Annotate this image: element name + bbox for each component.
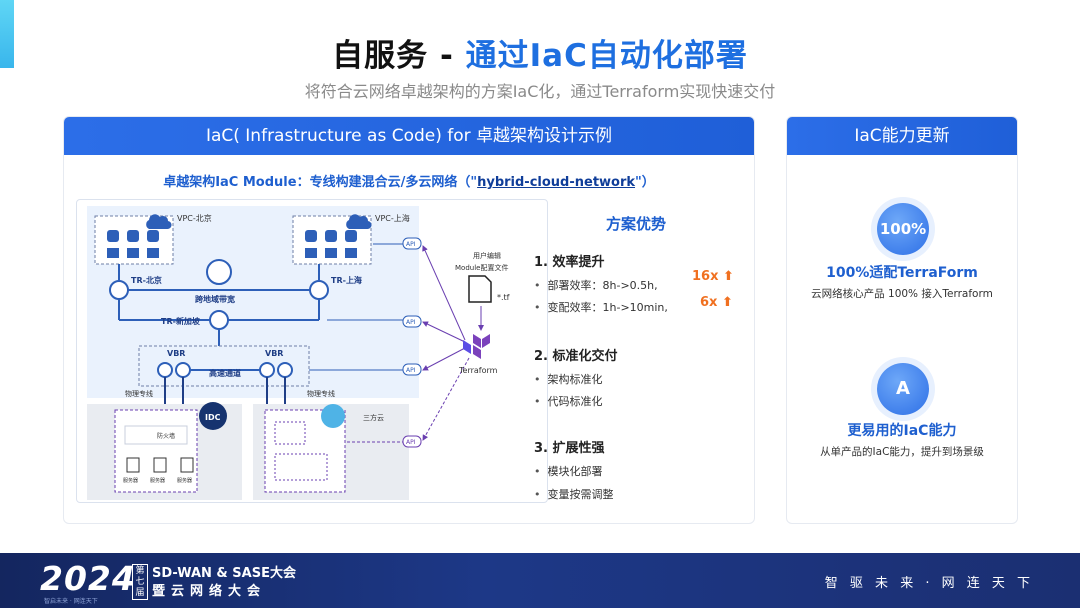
cloud-shanghai-icon <box>346 214 372 230</box>
tr-beijing-icon <box>109 280 129 300</box>
title-accent: 通过IaC自动化部署 <box>465 38 748 74</box>
tr-beijing-label: TR-北京 <box>131 275 162 285</box>
page-title: 自服务 - 通过IaC自动化部署 <box>0 30 1080 75</box>
footer-slogan: 智 驱 未 来 · 网 连 天 下 <box>824 576 1034 591</box>
module-line: 卓越架构IaC Module：专线构建混合云/多云网络（"hybrid-clou… <box>64 171 754 190</box>
firewall-box <box>124 425 188 445</box>
highspeed-label: 高速通道 <box>209 368 241 378</box>
iac-capability-panel: IaC能力更新 100% 100%适配TerraForm 云网络核心产品 100… <box>786 116 1018 524</box>
firewall-label: 防火墙 <box>157 432 175 440</box>
terraform-support-desc: 云网络核心产品 100% 接入Terraform <box>811 288 993 300</box>
cloud-beijing-icon <box>146 214 172 230</box>
svg-text:API: API <box>406 241 416 248</box>
user-edit-label: 用户编辑 <box>473 251 501 260</box>
footer-event-subname: 暨云网络大会 <box>152 584 267 599</box>
server-label: 服务器 <box>123 477 138 484</box>
iac-capability-header: IaC能力更新 <box>787 117 1017 155</box>
vbr-left-label: VBR <box>167 349 185 358</box>
bullet-code-standard: 代码标准化 <box>534 393 603 409</box>
idc-box <box>114 409 198 493</box>
server-icon <box>180 457 194 473</box>
advantages-title: 方案优势 <box>606 215 667 233</box>
server-label: 服务器 <box>150 477 165 484</box>
server-icon <box>153 457 167 473</box>
tr-shanghai-label: TR-上海 <box>331 275 362 285</box>
percent-badge: 100% <box>877 203 929 255</box>
module-file-label: Module配置文件 <box>455 263 508 272</box>
terraform-label: Terraform <box>458 366 498 375</box>
third-cloud-label: 三方云 <box>363 413 384 422</box>
section-scalable-title: 3. 扩展性强 <box>534 441 605 456</box>
bullet-modular: 模块化部署 <box>534 463 603 479</box>
svg-text:API: API <box>406 439 416 446</box>
api-badge-thirdcloud: API <box>402 435 422 448</box>
vbr-router-icon <box>157 362 173 378</box>
idc-badge <box>199 402 227 430</box>
module-prefix: 卓越架构IaC Module：专线构建混合云/多云网络（" <box>163 175 478 190</box>
config-file-icon <box>468 275 492 303</box>
page-subtitle: 将符合云网络卓越架构的方案IaC化，通过Terraform实现快速交付 <box>304 82 776 101</box>
footer-edition: 第七届 <box>132 564 148 600</box>
vpc-beijing-hosts <box>107 230 159 258</box>
tr-shanghai-icon <box>309 280 329 300</box>
vpc-shanghai-hosts <box>305 230 357 258</box>
terraform-support-title: 100%适配TerraForm <box>826 265 978 281</box>
vbr-router-icon <box>259 362 275 378</box>
api-badge-tr: API <box>402 315 422 328</box>
vpc-shanghai-label: VPC-上海 <box>375 213 410 223</box>
iac-example-panel: IaC( Infrastructure as Code) for 卓越架构设计示… <box>63 116 755 524</box>
footer-year: 2024 <box>40 559 136 598</box>
architecture-diagram: VPC-北京 VPC-上海 TR-北京 TR-上海 跨地域带宽 <box>76 199 548 503</box>
server-icon <box>126 457 140 473</box>
ease-desc: 从单产品的IaC能力，提升到场景级 <box>820 446 984 458</box>
line-left-label: 物理专线 <box>125 389 153 398</box>
globe-icon <box>206 259 232 285</box>
iac-example-header: IaC( Infrastructure as Code) for 卓越架构设计示… <box>64 117 754 155</box>
api-badge-vbr: API <box>402 363 422 376</box>
title-main: 自服务 - <box>332 38 466 74</box>
section-efficiency-title: 1. 效率提升 <box>534 255 605 270</box>
multiplier-6x: 6x ⬆ <box>700 295 733 310</box>
module-suffix: "） <box>635 175 655 190</box>
section-standard-title: 2. 标准化交付 <box>534 349 618 364</box>
ease-icon: A <box>877 363 929 415</box>
vbr-router-icon <box>277 362 293 378</box>
module-link[interactable]: hybrid-cloud-network <box>477 175 636 190</box>
svg-text:API: API <box>406 319 416 326</box>
api-badge-vpc: API <box>402 237 422 250</box>
ease-title: 更易用的IaC能力 <box>847 423 957 439</box>
idc-label: IDC <box>205 413 221 422</box>
architecture-svg: VPC-北京 VPC-上海 TR-北京 TR-上海 跨地域带宽 <box>87 206 510 500</box>
terraform-logo-icon <box>463 334 490 359</box>
bullet-variables: 变量按需调整 <box>534 486 614 502</box>
bullet-deploy-efficiency: 部署效率：8h->0.5h, <box>534 277 658 293</box>
corner-accent-bar <box>0 0 14 68</box>
cross-region-label: 跨地域带宽 <box>195 294 235 304</box>
bullet-change-efficiency: 变配效率：1h->10min, <box>534 299 668 315</box>
third-cloud-icon <box>321 404 345 428</box>
svg-text:API: API <box>406 367 416 374</box>
footer-small-text: 智启未来 · 网连天下 <box>44 598 98 605</box>
server-label: 服务器 <box>177 477 192 484</box>
vbr-right-label: VBR <box>265 349 283 358</box>
multiplier-16x: 16x ⬆ <box>692 269 734 284</box>
tf-ext-label: *.tf <box>497 293 510 302</box>
footer-event-name: SD-WAN & SASE大会 <box>152 566 296 581</box>
tr-singapore-icon <box>209 310 229 330</box>
vpc-beijing-label: VPC-北京 <box>177 213 212 223</box>
tr-singapore-label: TR-新加坡 <box>161 316 201 326</box>
vbr-router-icon <box>175 362 191 378</box>
bullet-arch-standard: 架构标准化 <box>534 371 603 387</box>
line-right-label: 物理专线 <box>307 389 335 398</box>
footer-bar: 2024 第七届 SD-WAN & SASE大会 暨云网络大会 智启未来 · 网… <box>0 553 1080 608</box>
